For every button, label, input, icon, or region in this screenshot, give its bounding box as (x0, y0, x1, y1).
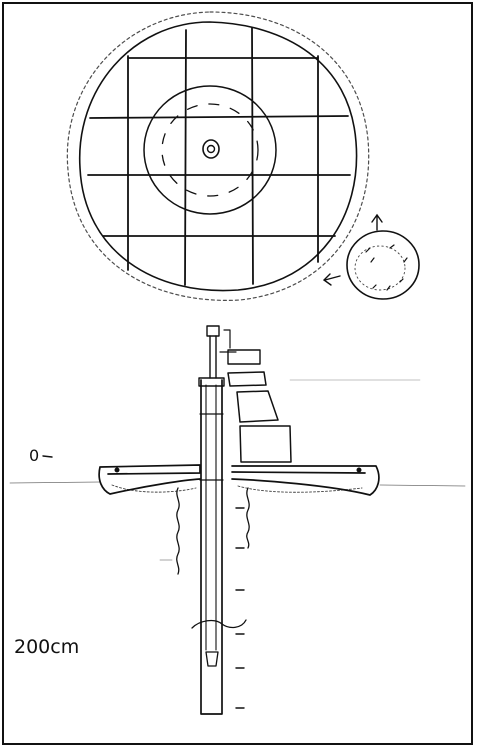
depth-label: 200cm (14, 636, 79, 658)
zero-label: 0 (29, 446, 39, 465)
elevation-view (9, 325, 466, 715)
probe-tip (205, 651, 219, 667)
plate-small (227, 371, 267, 387)
shaft-ring (199, 413, 224, 481)
plan-center-inner (206, 144, 216, 154)
borehole-wall-right (246, 487, 250, 549)
rod-cap (206, 325, 220, 337)
detail-inner-stipple (354, 245, 406, 291)
sketch-frame (2, 2, 473, 745)
depth-ticks (235, 507, 245, 709)
soil-left (111, 484, 197, 493)
grid-line-h2 (89, 115, 349, 119)
plan-center-outer (202, 139, 220, 159)
shaft-collar (198, 377, 225, 387)
platform-bolt-right (356, 467, 362, 473)
rod-side-arm (219, 329, 237, 353)
platform-bar (98, 464, 380, 496)
soil-right (237, 485, 363, 493)
detail-circle (346, 230, 420, 300)
grid-line-v2 (184, 29, 187, 286)
plate-large (239, 425, 292, 463)
plan-inner-ring (78, 21, 358, 292)
plan-dashed-ring (161, 103, 259, 197)
up-arrow-icon (371, 213, 383, 231)
upper-rod (209, 335, 217, 379)
ground-line-left (9, 481, 101, 484)
ground-line-right (379, 484, 466, 487)
plan-outer-ring (66, 11, 370, 301)
plan-view (66, 11, 370, 301)
rotation-detail (322, 213, 420, 300)
shaft-tube (200, 379, 223, 715)
sensor-box (227, 349, 261, 365)
platform-bolt-left (114, 467, 120, 473)
borehole-wall-left (176, 487, 180, 575)
plate-medium (236, 390, 279, 423)
cable (191, 619, 247, 629)
inner-arrows (365, 244, 408, 291)
zero-tick (42, 455, 53, 458)
grid-line-v3 (251, 27, 254, 285)
left-arrow-icon (322, 273, 341, 286)
plan-middle-ring (143, 85, 277, 215)
